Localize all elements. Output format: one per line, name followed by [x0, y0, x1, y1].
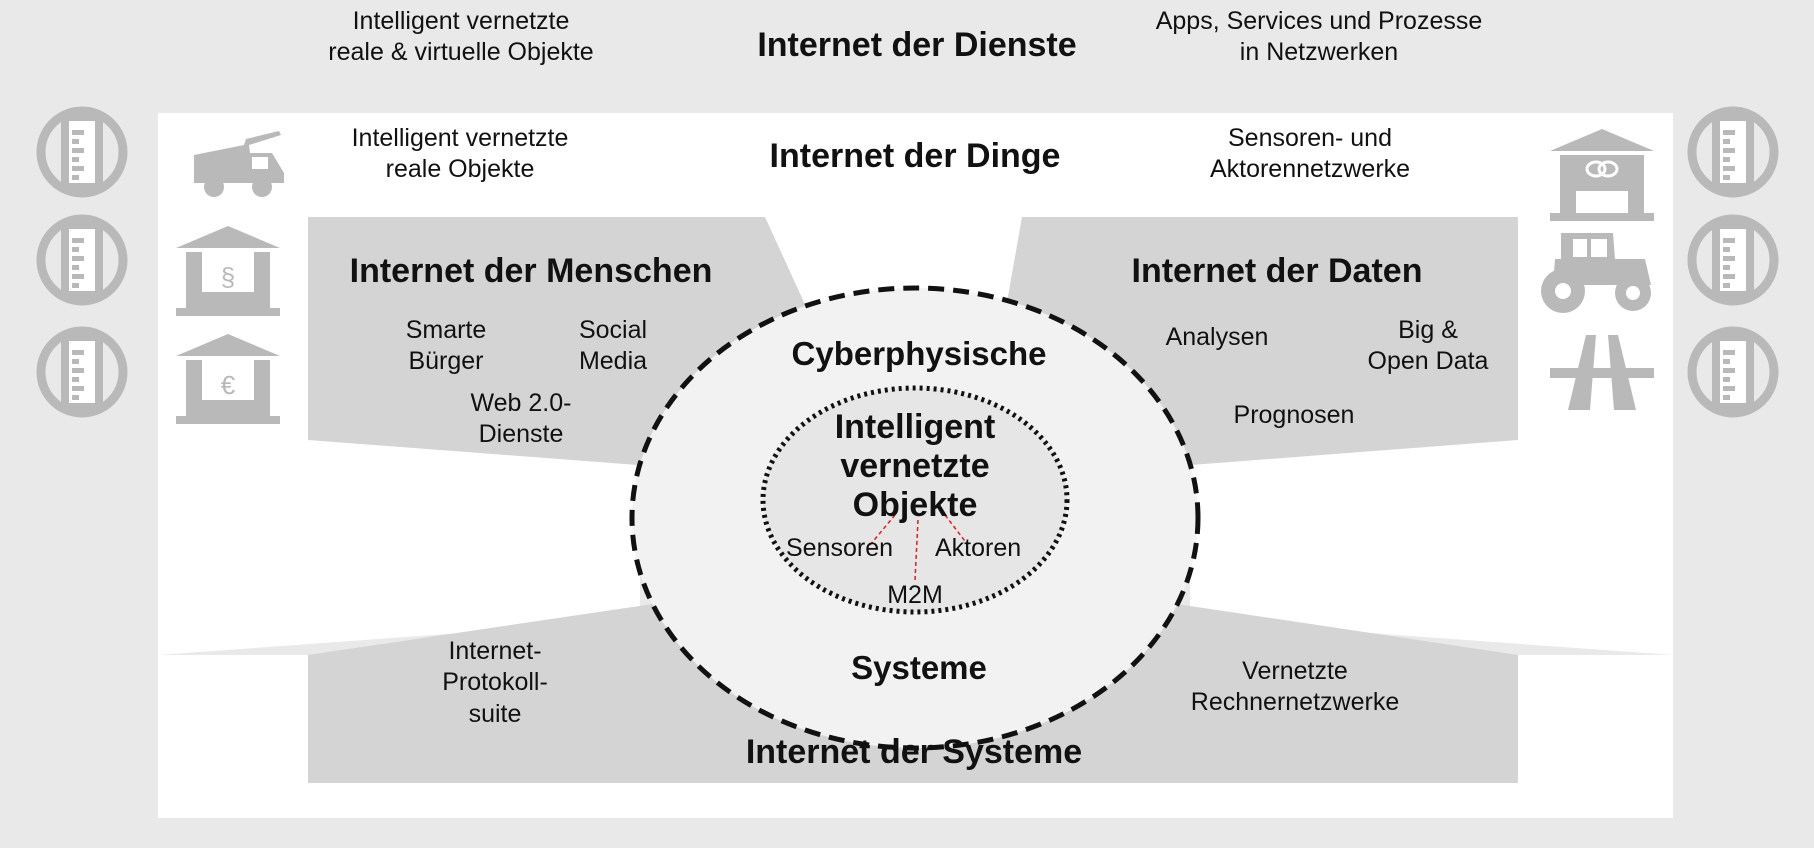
- actor-connector: [944, 514, 969, 546]
- highway-icon: [1550, 335, 1654, 410]
- core-actors-label: Aktoren: [935, 534, 1022, 562]
- outer-right-text: Apps, Services und Prozesse in Netzwerke…: [1155, 7, 1483, 67]
- people-item-smarte-buerger: Smarte Bürger: [405, 316, 487, 376]
- tractor-icon: [1541, 233, 1651, 313]
- factory-building-icon: [1550, 129, 1654, 221]
- data-item-prognosen: Prognosen: [1233, 401, 1355, 429]
- phone-icon: [1687, 106, 1779, 198]
- systems-left-text: Internet- Protokoll- suite: [442, 637, 548, 728]
- left-wedge: [158, 440, 640, 655]
- people-panel-title: Internet der Menschen: [349, 252, 713, 290]
- svg-text:€: €: [221, 370, 236, 400]
- phone-icon: [36, 326, 128, 418]
- core-sensors-label: Sensoren: [786, 534, 894, 562]
- data-item-big-open-data: Big & Open Data: [1367, 316, 1489, 376]
- things-right-text: Sensoren- und Aktorennetzwerke: [1209, 124, 1411, 184]
- cps-bottom-label: Systeme: [851, 649, 987, 686]
- core-title: Intelligent vernetzte Objekte: [834, 408, 996, 525]
- fire-truck-icon: [194, 131, 284, 197]
- court-building-icon: §: [176, 226, 280, 316]
- bank-building-icon: €: [176, 334, 280, 424]
- systems-panel-title: Internet der Systeme: [745, 733, 1083, 771]
- outer-left-text: Intelligent vernetzte reale & virtuelle …: [328, 7, 594, 67]
- things-left-text: Intelligent vernetzte reale Objekte: [351, 124, 569, 184]
- systems-right-text: Vernetzte Rechnernetzwerke: [1190, 657, 1400, 717]
- phone-icon: [36, 214, 128, 306]
- phone-icon: [36, 106, 128, 198]
- core-ellipse: [760, 385, 1070, 615]
- data-item-analysen: Analysen: [1165, 323, 1269, 351]
- people-item-social-media: Social Media: [578, 316, 648, 376]
- people-item-web-20: Web 2.0- Dienste: [470, 389, 572, 449]
- right-wedge: [1190, 440, 1673, 655]
- cps-top-label: Cyberphysische: [791, 335, 1047, 372]
- svg-text:§: §: [221, 262, 235, 292]
- phone-icon: [1687, 214, 1779, 306]
- things-layer-title: Internet der Dinge: [769, 137, 1061, 175]
- outer-layer-title: Internet der Dienste: [757, 26, 1077, 64]
- data-panel-title: Internet der Daten: [1131, 252, 1423, 290]
- m2m-connector: [914, 519, 919, 581]
- phone-icon: [1687, 326, 1779, 418]
- core-m2m-label: M2M: [887, 581, 943, 609]
